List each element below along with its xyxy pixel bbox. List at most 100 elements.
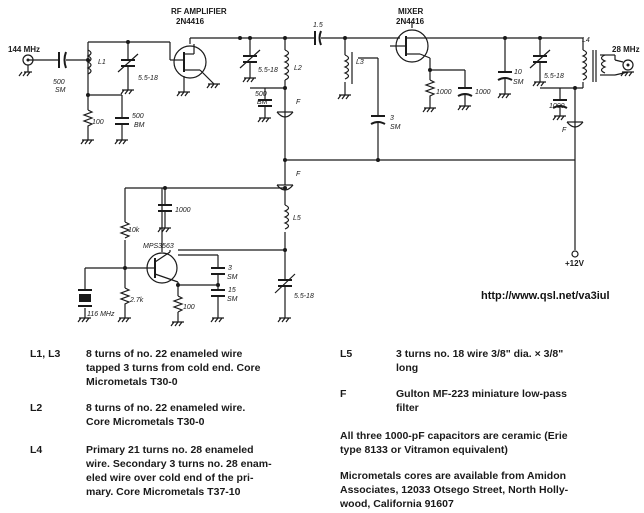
label-mixer-part: 2N4416 [396,17,425,26]
note-l1-l3: L1, L3 8 turns of no. 22 enameled wire t… [30,347,330,391]
note-line: Primary 21 turns no. 28 enameled [86,444,254,456]
notes-left: L1, L3 8 turns of no. 22 enameled wire t… [30,347,330,513]
l4-transformer [581,49,607,82]
label-c500bm-a-2: BM [134,122,145,129]
c1000-out-capacitor [552,99,568,109]
c500bm-b-capacitor [258,99,272,107]
label-c3sm-osc-2: SM [227,274,238,281]
label-c3sm-1: 3 [390,115,394,122]
osc-transistor [146,251,179,284]
c15sm-capacitor [211,289,225,297]
label-r10k: 10k [128,227,140,234]
input-connector [22,54,34,72]
supply-terminal [571,250,579,258]
r10k-resistor [119,221,131,239]
label-mixer-title: MIXER [398,7,424,16]
label-osc-part: MPS3563 [143,243,174,250]
note-key: L2 [30,402,43,414]
c10sm-capacitor [497,71,513,81]
label-f-out: F [562,127,567,134]
label-c15: 1.5 [313,22,323,29]
label-c15sm-2: SM [227,296,238,303]
filter-out [566,121,584,128]
label-c10sm-1: 10 [514,69,522,76]
c3sm-capacitor [370,115,386,125]
c1000-osc-capacitor [158,204,172,212]
filter-1 [276,111,294,118]
label-trimmer-b: 5.5-18 [258,67,278,74]
rf-amp-fet [173,44,207,79]
mixer-fet [395,29,431,63]
note-line: 3 turns no. 18 wire 3/8" dia. × 3/8" [396,348,564,360]
note-line: wire. Secondary 3 turns no. 28 enam- [86,458,272,470]
note-l2: L2 8 turns of no. 22 enameled wire. Core… [30,401,330,431]
label-c15sm-1: 15 [228,287,236,294]
note-key: L1, L3 [30,348,61,360]
r100-resistor [82,109,94,130]
ground-symbols [18,71,634,327]
note-f: F Gulton MF-223 miniature low-pass filte… [340,387,640,417]
notes-right: L5 3 turns no. 18 wire 3/8" dia. × 3/8" … [340,347,640,513]
label-trimmer-c: 5.5-18 [544,73,564,80]
note-line: All three 1000-pF capacitors are ceramic… [340,430,568,442]
label-r100-osc: 100 [183,304,195,311]
note-key: L5 [340,348,353,360]
trimmer-a [117,53,139,73]
label-c3sm-2: SM [390,124,401,131]
label-r100: 100 [92,119,104,126]
note-cores: Micrometals cores are available from Ami… [340,469,640,513]
label-l4: L4 [582,37,590,44]
label-if-out: 28 MHz [612,45,640,54]
note-line: 8 turns of no. 22 enameled wire [86,348,243,360]
label-l5: L5 [293,215,301,222]
l2-coil [283,49,290,81]
label-c1000-osc: 1000 [175,207,191,214]
label-c500sm-2: SM [55,87,66,94]
label-c3sm-osc-1: 3 [228,265,232,272]
junction-dots [86,36,577,287]
note-line: 8 turns of no. 22 enameled wire. [86,402,246,414]
note-key: F [340,388,347,400]
label-r27k: 2.7k [129,297,144,304]
note-key: L4 [30,444,43,456]
l5-coil [283,204,290,230]
label-c1000-mixer: 1000 [475,89,491,96]
note-capacitors: All three 1000-pF capacitors are ceramic… [340,429,640,459]
label-rf-amp-part: 2N4416 [176,17,205,26]
note-line: tapped 3 turns from cold end. Core [86,362,261,374]
r1000-resistor [424,79,436,98]
label-l1: L1 [98,59,106,66]
label-supply: +12V [565,259,585,268]
note-l4: L4 Primary 21 turns no. 28 enameled wire… [30,443,330,503]
note-line: long [396,362,419,374]
note-l5: L5 3 turns no. 18 wire 3/8" dia. × 3/8" … [340,347,640,377]
label-rf-in: 144 MHz [8,45,40,54]
label-trimmer-a: 5.5-18 [138,75,158,82]
label-c500sm-1: 500 [53,79,65,86]
label-r1000: 1000 [436,89,452,96]
source-url: http://www.qsl.net/va3iul [481,290,610,302]
label-c500bm-a-1: 500 [132,113,144,120]
note-line: Gulton MF-223 miniature low-pass [396,388,567,400]
note-line: wood, California 91607 [340,498,454,510]
trimmer-b [239,49,261,69]
label-l2: L2 [294,65,302,72]
c15-capacitor [314,30,322,46]
label-c1000-out: 1000 [549,103,565,110]
note-line: mary. Core Micrometals T37-10 [86,486,241,498]
note-line: Associates, 12033 Otsego Street, North H… [340,484,569,496]
label-trimmer-d: 5.5-18 [294,293,314,300]
label-c500bm-b-1: 500 [255,91,267,98]
c1000-mixer-capacitor [457,87,473,97]
label-l3: L3 [356,59,364,66]
label-c500bm-b-2: BM [257,99,268,106]
note-line: type 8133 or Vitramon equivalent) [340,444,508,456]
r100-osc-resistor [172,295,184,313]
c3sm-osc-capacitor [211,267,225,275]
note-line: Core Micrometals T30-0 [86,416,205,428]
r27k-resistor [119,287,131,318]
trimmer-d [274,273,296,318]
label-f2: F [296,171,301,178]
